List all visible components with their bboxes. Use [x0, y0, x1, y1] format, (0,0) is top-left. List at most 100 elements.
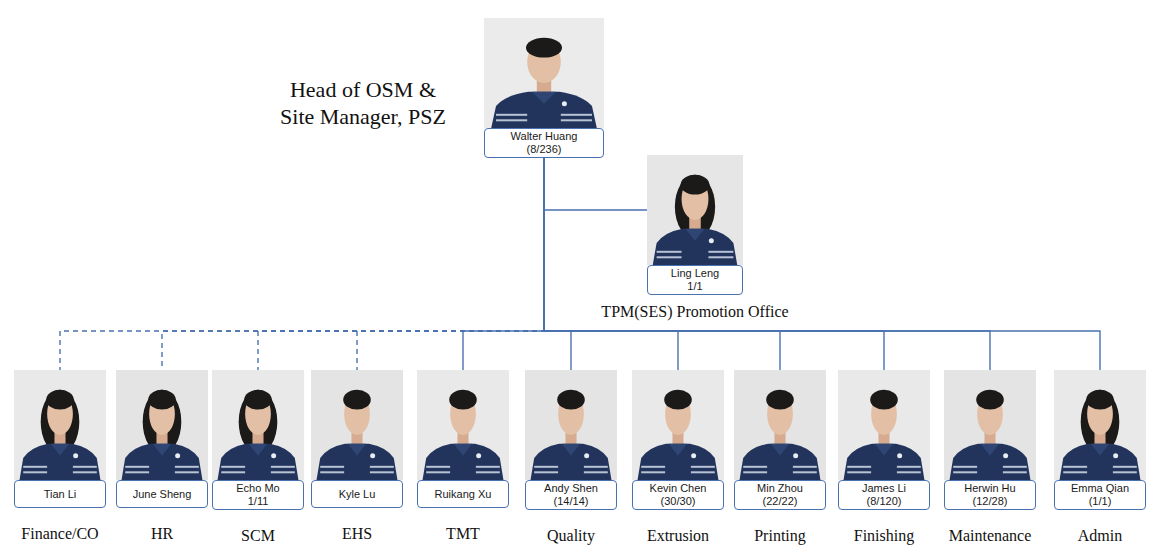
- hair: [449, 390, 477, 410]
- uniform-stripe: [847, 471, 871, 473]
- uniform-stripe: [23, 466, 47, 468]
- uniform: [531, 444, 612, 480]
- collar: [875, 444, 893, 456]
- portrait-photo: [944, 370, 1036, 480]
- name-box: Herwin Hu(12/28): [944, 480, 1036, 510]
- portrait-photo: [1054, 370, 1146, 480]
- uniform-stripe: [641, 466, 665, 468]
- uniform-stripe: [1063, 466, 1087, 468]
- collar: [771, 444, 789, 456]
- uniform-stripe: [175, 471, 199, 473]
- department-label: Extrusion: [647, 526, 709, 545]
- portrait-photo: [838, 370, 930, 480]
- uniform-stripe: [691, 466, 715, 468]
- person-card: Emma Qian(1/1)Admin: [1054, 370, 1146, 510]
- collar: [562, 444, 580, 456]
- uniform-stripe: [897, 466, 921, 468]
- department-label: Maintenance: [949, 526, 1032, 545]
- name-box: Walter Huang(8/236): [484, 128, 604, 158]
- uniform: [20, 444, 101, 480]
- collar: [669, 444, 687, 456]
- portrait-photo: [525, 370, 617, 480]
- uniform-stripe: [641, 471, 665, 473]
- logo: [709, 238, 714, 243]
- name-box: Kevin Chen(30/30): [632, 480, 724, 510]
- uniform: [950, 444, 1031, 480]
- person-card: Min Zhou(22/22)Printing: [734, 370, 826, 510]
- headcount: (12/28): [973, 495, 1008, 508]
- uniform-stripe: [426, 471, 450, 473]
- portrait-photo: [212, 370, 304, 480]
- name-box: Echo Mo1/11: [212, 480, 304, 510]
- uniform: [122, 444, 203, 480]
- uniform-stripe: [1113, 466, 1137, 468]
- name-box: Min Zhou(22/22): [734, 480, 826, 510]
- person-name: Andy Shen: [544, 482, 598, 495]
- name-box: Kyle Lu: [311, 480, 403, 508]
- uniform-stripe: [125, 466, 149, 468]
- hair: [681, 175, 710, 195]
- uniform-stripe: [743, 471, 767, 473]
- logo: [691, 453, 696, 458]
- uniform-stripe: [221, 466, 245, 468]
- uniform: [844, 444, 925, 480]
- name-box: Emma Qian(1/1): [1054, 480, 1146, 510]
- logo: [370, 453, 375, 458]
- reporting-line: [60, 158, 544, 370]
- hair: [870, 390, 898, 410]
- photo-background: [484, 18, 604, 128]
- hair: [244, 390, 272, 410]
- photo-background: [632, 370, 724, 480]
- person-name: Kyle Lu: [339, 488, 376, 501]
- person-name: James Li: [862, 482, 906, 495]
- logo: [1003, 453, 1008, 458]
- uniform-stripe: [426, 466, 450, 468]
- logo: [793, 453, 798, 458]
- uniform-stripe: [657, 256, 682, 258]
- photo-background: [838, 370, 930, 480]
- uniform-stripe: [793, 466, 817, 468]
- headcount: (22/22): [763, 495, 798, 508]
- hair: [557, 390, 585, 410]
- photo-background: [944, 370, 1036, 480]
- logo: [584, 453, 589, 458]
- name-box: Ruikang Xu: [417, 480, 509, 508]
- department-label: Quality: [547, 526, 595, 545]
- person-card: Herwin Hu(12/28)Maintenance: [944, 370, 1036, 510]
- person-name: Min Zhou: [757, 482, 803, 495]
- person-name: June Sheng: [133, 488, 192, 501]
- department-label: Finishing: [854, 526, 914, 545]
- portrait-photo: [116, 370, 208, 480]
- reporting-line: [357, 158, 544, 370]
- portrait-photo: [484, 18, 604, 128]
- portrait-photo: [417, 370, 509, 480]
- portrait-photo: [14, 370, 106, 480]
- department-label: Finance/CO: [21, 524, 98, 543]
- department-label: SCM: [241, 526, 275, 545]
- person-name: Emma Qian: [1071, 482, 1129, 495]
- portrait-photo: [647, 155, 743, 265]
- uniform-stripe: [657, 251, 682, 253]
- photo-background: [14, 370, 106, 480]
- uniform-stripe: [793, 471, 817, 473]
- hair: [526, 38, 562, 58]
- uniform-stripe: [1003, 471, 1027, 473]
- uniform-stripe: [953, 471, 977, 473]
- person-card: Walter Huang(8/236)Head of OSM & Site Ma…: [484, 18, 604, 158]
- name-box: Tian Li: [14, 480, 106, 508]
- reporting-line: [544, 158, 647, 210]
- reporting-line: [162, 158, 544, 370]
- photo-background: [116, 370, 208, 480]
- logo: [897, 453, 902, 458]
- logo: [1113, 453, 1118, 458]
- uniform-stripe: [847, 466, 871, 468]
- reporting-line: [544, 158, 571, 370]
- collar: [454, 444, 472, 456]
- uniform-stripe: [476, 466, 500, 468]
- uniform: [638, 444, 719, 480]
- logo: [73, 453, 78, 458]
- uniform: [423, 444, 504, 480]
- logo: [175, 453, 180, 458]
- person-name: Tian Li: [44, 488, 77, 501]
